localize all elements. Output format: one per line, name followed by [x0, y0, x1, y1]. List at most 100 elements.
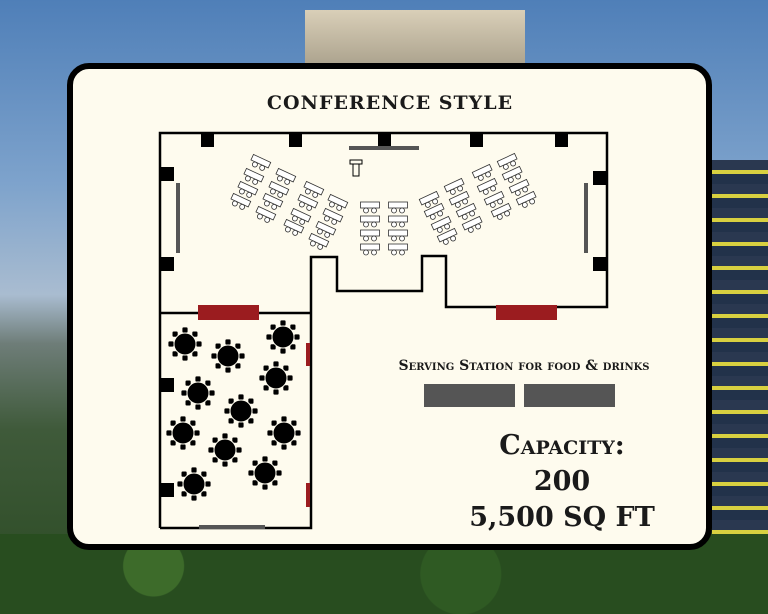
chair — [328, 201, 335, 208]
desk-table — [430, 215, 452, 231]
chair — [181, 326, 189, 334]
desk-table — [508, 178, 530, 194]
chair — [299, 218, 306, 225]
table-top — [171, 421, 195, 445]
chair — [179, 415, 187, 423]
screen — [199, 525, 265, 529]
chair — [180, 490, 188, 498]
desk — [315, 220, 337, 238]
chair — [289, 343, 297, 351]
round-table — [176, 466, 212, 502]
table-top — [253, 461, 277, 485]
desk-table — [303, 180, 325, 196]
chair — [247, 397, 255, 405]
chair — [284, 226, 291, 233]
chair — [399, 221, 405, 228]
desk-table — [283, 218, 305, 234]
desk-table — [423, 202, 445, 218]
chair — [277, 191, 284, 198]
desk-table — [388, 201, 408, 209]
chair — [291, 215, 298, 222]
chair — [171, 330, 179, 338]
chair — [179, 443, 187, 451]
desk — [237, 180, 259, 198]
chair — [251, 407, 259, 415]
chair — [244, 175, 251, 182]
desk-table — [388, 215, 408, 223]
desk-table — [360, 229, 380, 237]
chair — [280, 443, 288, 451]
chair — [224, 338, 232, 346]
door — [496, 305, 557, 320]
chair — [290, 439, 298, 447]
chair — [237, 421, 245, 429]
desk — [275, 167, 297, 185]
chair — [171, 350, 179, 358]
chair — [363, 221, 369, 228]
round-table — [165, 415, 201, 451]
chair — [371, 249, 377, 256]
chair — [214, 342, 222, 350]
desk — [461, 215, 483, 233]
chair — [204, 399, 212, 407]
chair — [272, 388, 280, 396]
chair — [521, 201, 528, 208]
desk-table — [388, 243, 408, 251]
chair — [238, 352, 246, 360]
desk — [360, 215, 380, 228]
chair — [442, 238, 449, 245]
round-table — [247, 455, 283, 491]
table-top — [173, 332, 197, 356]
chair — [457, 185, 464, 192]
round-table — [180, 375, 216, 411]
door — [306, 343, 310, 366]
table-top — [229, 399, 253, 423]
chair — [247, 469, 255, 477]
chair — [454, 201, 461, 208]
chair — [515, 173, 522, 180]
desk-table — [461, 215, 483, 231]
chair — [391, 249, 397, 256]
pillar — [593, 171, 607, 185]
desk — [388, 229, 408, 242]
chair — [234, 362, 242, 370]
desk — [283, 218, 305, 236]
chair — [399, 249, 405, 256]
chair — [482, 188, 489, 195]
desk — [243, 167, 265, 185]
chair — [200, 490, 208, 498]
desk — [303, 180, 325, 198]
pillar — [160, 167, 174, 181]
chair — [371, 235, 377, 242]
chair — [263, 200, 270, 207]
chair — [190, 494, 198, 502]
chair — [502, 163, 509, 170]
table-top — [271, 325, 295, 349]
desk — [268, 180, 290, 198]
chair — [280, 415, 288, 423]
chair — [207, 446, 215, 454]
chair — [270, 419, 278, 427]
screen — [349, 146, 419, 150]
chair — [227, 397, 235, 405]
desk-table — [476, 177, 498, 193]
pillar — [378, 133, 391, 147]
chair — [211, 456, 219, 464]
chair — [371, 221, 377, 228]
desk-table — [262, 192, 284, 208]
chair — [234, 342, 242, 350]
chair — [180, 470, 188, 478]
chair — [282, 384, 290, 392]
chair — [252, 178, 259, 185]
desk-table — [443, 177, 465, 193]
desk-table — [501, 165, 523, 181]
chair — [436, 226, 443, 233]
chair — [363, 207, 369, 214]
main-room-wall — [158, 131, 609, 530]
screen — [176, 183, 180, 253]
table-top — [216, 344, 240, 368]
chair — [191, 330, 199, 338]
chair — [429, 213, 436, 220]
chair — [279, 347, 287, 355]
screen — [584, 183, 588, 253]
